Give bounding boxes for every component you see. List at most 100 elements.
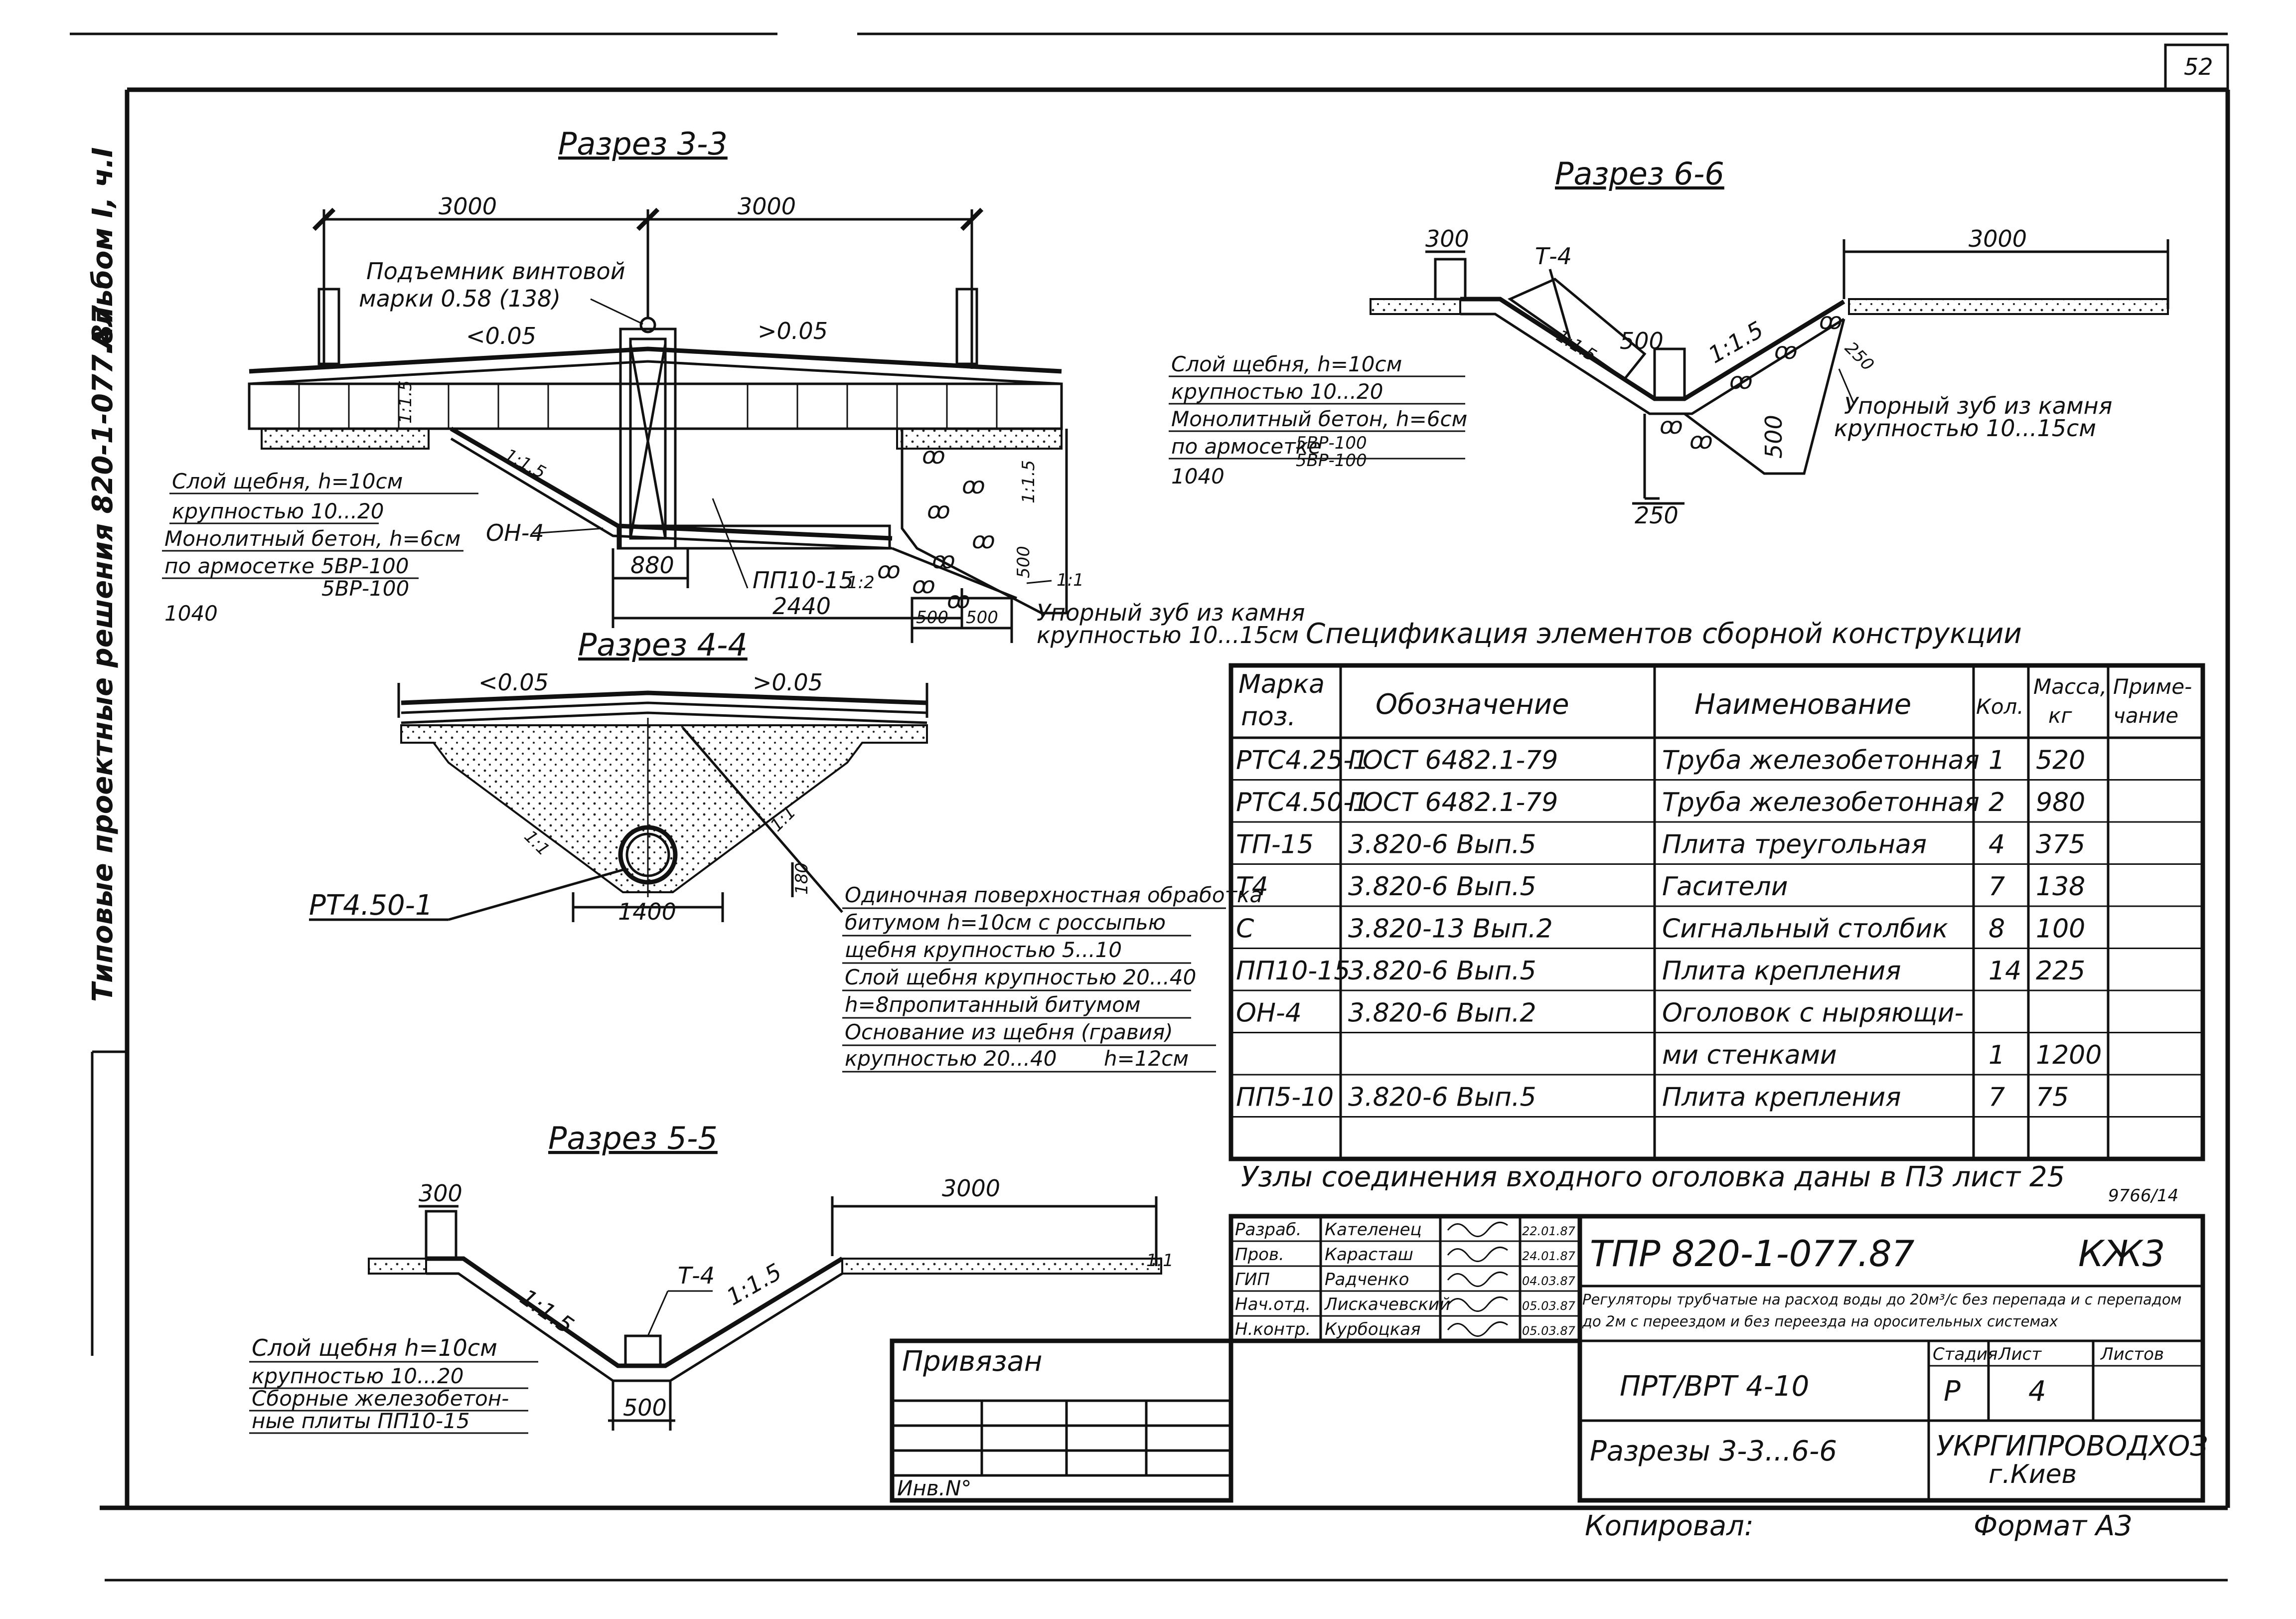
spec-cell-qty: 1: [1989, 1040, 2005, 1070]
spec-cell-designation: 3.820-6 Вып.5: [1348, 830, 1536, 860]
tb-stage: Р: [1944, 1375, 1961, 1408]
s33-dim-500-v: 500: [1014, 546, 1034, 578]
spec-cell-mass: 375: [2036, 830, 2085, 860]
s66-t4: Т-4: [1535, 243, 1572, 270]
section-3-3-title: Разрез 3-3: [558, 126, 728, 162]
s66-legend-0: Слой щебня, h=10см: [1171, 352, 1402, 376]
s66-slope-1: 1:1.5: [1552, 326, 1600, 366]
stone-mark: ꝏ: [877, 557, 901, 584]
stone-mark: ꝏ: [1729, 367, 1753, 394]
s66-stop-2: крупностью 10...15см: [1834, 415, 2096, 442]
s55-legend-3: ные плиты ПП10-15: [252, 1409, 470, 1433]
spec-cell-mass: 1200: [2036, 1040, 2102, 1070]
s33-legend-1: крупностью 10...20: [172, 499, 384, 523]
spec-cell-qty: 4: [1989, 830, 2005, 860]
s44-legend-0: Одиночная поверхностная обработка: [845, 883, 1262, 907]
s66-dim-300: 300: [1425, 225, 1469, 252]
s33-slope-1-5-a: 1:1.5: [396, 380, 416, 424]
sheet-frame: [70, 32, 2230, 1582]
spec-cell-mass: 100: [2036, 914, 2085, 944]
stone-mark: ꝏ: [962, 472, 985, 499]
s33-legend-4: 5ВР-100: [321, 576, 409, 601]
spec-cell-mass: 980: [2036, 788, 2085, 817]
s44-legend-7: h=12см: [1104, 1046, 1189, 1071]
tb-description: Регуляторы трубчатые на расход воды до 2…: [1582, 1291, 2182, 1330]
spec-cell-mark: ОН-4: [1236, 998, 1302, 1028]
s55-slope-3: 1:1: [1146, 1251, 1174, 1271]
margin-album: Альбом I, ч.I: [87, 147, 119, 351]
tb-org-1: УКРГИПРОВОДХОЗ: [1936, 1430, 2208, 1462]
s44-legend-2: щебня крупностью 5...10: [845, 938, 1122, 962]
role-title: Пров.: [1235, 1245, 1284, 1265]
spec-cell-designation: 3.820-6 Вып.5: [1348, 872, 1536, 902]
spec-cell-qty: 8: [1989, 914, 2005, 944]
role-name: Лискачевский: [1324, 1295, 1450, 1314]
tb-subject: Разрезы 3-3...6-6: [1590, 1435, 1837, 1467]
s33-lift-1: Подъемник винтовой: [366, 258, 625, 285]
spec-cell-name: Труба железобетонная: [1662, 746, 1980, 776]
s33-slope-1: <0.05: [466, 323, 536, 349]
s33-slope-1-5-c: 1:1.5: [1019, 460, 1039, 503]
role-date: 04.03.87: [1522, 1274, 1576, 1288]
spec-title: Спецификация элементов сборной конструкц…: [1306, 618, 2022, 650]
stone-mark: ꝏ: [1660, 412, 1683, 439]
stone-mark: ꝏ: [932, 547, 955, 574]
s44-legend-6: крупностью 20...40: [845, 1046, 1057, 1071]
section-5-5-title: Разрез 5-5: [548, 1120, 718, 1156]
stone-mark: ꝏ: [972, 527, 995, 554]
section-6-6-title: Разрез 6-6: [1555, 156, 1724, 192]
spec-cell-mark: ТП-15: [1236, 830, 1314, 860]
s55-t4: Т-4: [678, 1262, 715, 1289]
s66-dim-500-a: 500: [1620, 327, 1664, 354]
s44-legend-3: Слой щебня крупностью 20...40: [845, 965, 1196, 989]
spec-cell-mass: 75: [2036, 1083, 2069, 1113]
s33-slope-1-1: 1:1: [1057, 570, 1084, 590]
s66-slope-2: 1:1.5: [1704, 316, 1768, 369]
role-date: 05.03.87: [1522, 1299, 1576, 1313]
s33-dim-500-b: 500: [966, 608, 998, 628]
spec-cell-mark: РТС4.25-1: [1236, 746, 1369, 776]
s33-legend-3: по армосетке 5ВР-100: [164, 554, 409, 578]
spec-cell-qty: 7: [1989, 872, 2005, 902]
spec-cell-name: Гасители: [1662, 872, 1788, 902]
spec-cell-name: Сигнальный столбик: [1662, 914, 1948, 944]
s33-slope-1-5-b: 1:1.5: [501, 445, 549, 483]
role-title: ГИП: [1235, 1270, 1270, 1290]
s44-legend-5: Основание из щебня (гравия): [845, 1020, 1173, 1044]
section-4-4-title: Разрез 4-4: [578, 627, 748, 663]
spec-cell-name: Плита крепления: [1662, 1083, 1901, 1113]
tb-org-2: г.Киев: [1989, 1459, 2077, 1489]
s66-legend-1: крупностью 10...20: [1171, 379, 1383, 404]
spec-footnote: Узлы соединения входного оголовка даны в…: [1241, 1161, 2065, 1193]
s33-legend-0: Слой щебня, h=10см: [172, 469, 403, 493]
s33-legend-5: 1040: [164, 601, 218, 626]
s33-dim-500-a: 500: [916, 608, 948, 628]
s66-legend-3: по армосетке: [1171, 434, 1321, 459]
tb-sheets-label: Листов: [2100, 1344, 2164, 1364]
signature-mark: [1447, 1221, 1508, 1237]
s33-pp: ПП10-15: [753, 567, 854, 594]
spec-h-mass-1: Масса,: [2033, 674, 2107, 699]
tb-inv: Инв.N°: [897, 1476, 971, 1500]
spec-cell-designation: 3.820-6 Вып.2: [1348, 998, 1536, 1028]
spec-cell-designation: ГОСТ 6482.1-79: [1348, 788, 1558, 817]
s66-dim-250-b: 250: [1635, 502, 1679, 529]
s55-dim-500: 500: [623, 1394, 667, 1421]
tb-mark: КЖ3: [2078, 1233, 2165, 1275]
s55-dim-3000: 3000: [942, 1175, 1000, 1202]
spec-cell-qty: 2: [1989, 788, 2005, 817]
spec-cell-mark: РТС4.50-1: [1236, 788, 1369, 817]
stone-mark: ꝏ: [927, 497, 950, 524]
role-date: 24.01.87: [1522, 1249, 1576, 1263]
